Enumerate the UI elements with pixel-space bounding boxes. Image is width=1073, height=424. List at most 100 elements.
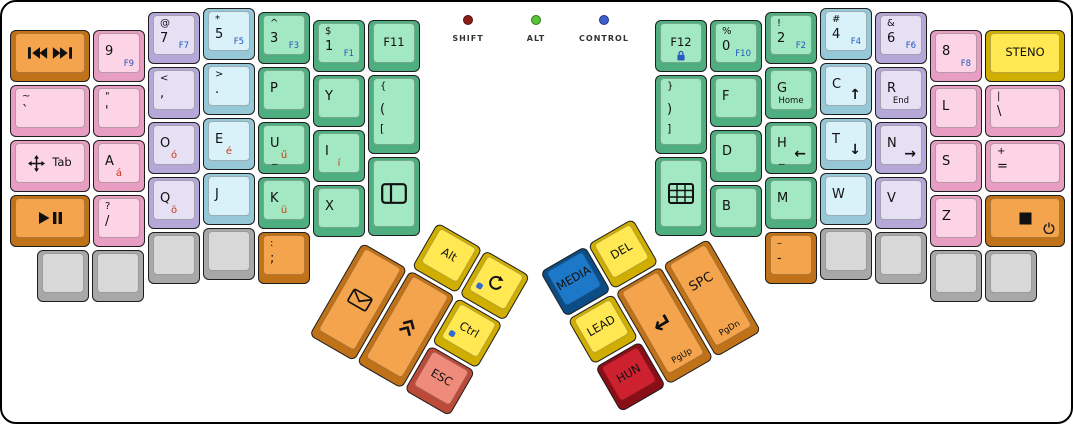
key-h-arrow-icon: ← [794, 146, 806, 162]
key-e-label: E [215, 132, 224, 147]
key-play-pause[interactable] [10, 195, 90, 247]
key-grid[interactable] [655, 157, 707, 236]
key-d[interactable]: D [710, 130, 762, 182]
key-redo[interactable] [459, 250, 531, 322]
key-6[interactable]: 6&F6 [875, 12, 927, 64]
key-x[interactable]: X [313, 185, 365, 237]
key-steno[interactable]: STENO [985, 30, 1065, 82]
key-comma[interactable]: ,< [148, 67, 200, 119]
key-semicolon-surface: ;: [263, 235, 305, 275]
key-envelope[interactable] [309, 242, 408, 362]
key-j[interactable]: J [203, 173, 255, 225]
key-quote[interactable]: '" [93, 85, 145, 137]
key-blank-4[interactable] [203, 228, 255, 280]
key-blank-7[interactable] [930, 250, 982, 302]
key-b-label: B [722, 199, 731, 214]
key-chevrons[interactable] [356, 270, 456, 389]
key-quote-surface: '" [98, 88, 140, 128]
key-blank-5[interactable] [820, 228, 872, 280]
key-y-surface: Y [318, 78, 360, 118]
key-b[interactable]: B [710, 185, 762, 237]
key-m[interactable]: M [765, 177, 817, 229]
key-f12-label: F12 [670, 35, 692, 50]
key-blank-3[interactable] [148, 232, 200, 284]
key-5-shift-label: * [215, 14, 220, 25]
key-y-label: Y [325, 89, 333, 104]
key-slash-surface: /? [98, 198, 140, 238]
key-0-label: 0 [722, 39, 731, 54]
key-r-bottom-label: End [892, 95, 910, 106]
key-space-bottom-label: PgDn [717, 318, 742, 339]
key-3[interactable]: 3^F3 [258, 12, 310, 64]
key-l[interactable]: L [930, 85, 982, 137]
key-o-accent-label: ó [170, 150, 178, 161]
key-s-surface: S [935, 143, 977, 183]
key-minus[interactable]: -– [765, 232, 817, 284]
key-blank-6[interactable] [875, 232, 927, 284]
key-w[interactable]: W [820, 173, 872, 225]
key-plus-shift-label: + [997, 146, 1006, 157]
key-media-prev-next[interactable] [10, 30, 90, 82]
key-blank-8[interactable] [985, 250, 1037, 302]
key-u[interactable]: U_ű [258, 122, 310, 174]
key-slash[interactable]: /? [93, 195, 145, 247]
key-plus[interactable]: =+ [985, 140, 1065, 192]
key-blank-2[interactable] [92, 250, 144, 302]
key-f[interactable]: F [710, 75, 762, 127]
key-blank-4-surface [208, 231, 250, 271]
key-f11[interactable]: F11 [368, 20, 420, 72]
key-1[interactable]: 1$F1 [313, 20, 365, 72]
key-f12[interactable]: F12 [655, 20, 707, 72]
key-7-shift-label: @ [160, 18, 170, 29]
key-tab[interactable]: Tab [10, 140, 90, 192]
key-y[interactable]: Y [313, 75, 365, 127]
key-open-brackets[interactable]: ({[ [368, 75, 420, 154]
key-blank-1[interactable] [37, 250, 89, 302]
key-d-surface: D [715, 133, 757, 173]
key-s[interactable]: S [930, 140, 982, 192]
shift-indicator-label: SHIFT [452, 34, 484, 43]
key-close-brackets[interactable]: )}] [655, 75, 707, 154]
key-2[interactable]: 2!F2 [765, 12, 817, 64]
key-x-label: X [325, 199, 334, 214]
key-period[interactable]: .> [203, 63, 255, 115]
key-h[interactable]: H_← [765, 122, 817, 174]
key-f11-label: F11 [383, 35, 405, 50]
key-4[interactable]: 4#F4 [820, 8, 872, 60]
key-period-label: . [215, 82, 220, 97]
key-z[interactable]: Z [930, 195, 982, 247]
key-slash-label: / [105, 214, 110, 229]
key-pipe[interactable]: \| [985, 85, 1065, 137]
key-stop-power[interactable] [985, 195, 1065, 247]
key-v[interactable]: V [875, 177, 927, 229]
key-tab-label: Tab [52, 155, 72, 170]
key-blank-3-surface [153, 235, 195, 275]
key-n[interactable]: N→ [875, 122, 927, 174]
chevrons-up-icon [395, 314, 419, 339]
key-tilde[interactable]: `~ [10, 85, 90, 137]
key-semicolon[interactable]: ;: [258, 232, 310, 284]
key-7[interactable]: 7@F7 [148, 12, 200, 64]
key-split-window[interactable] [368, 157, 420, 236]
key-c[interactable]: C↑ [820, 63, 872, 115]
key-5[interactable]: 5*F5 [203, 8, 255, 60]
key-e-accent-label: é [225, 146, 233, 157]
key-u-label: U [270, 136, 280, 151]
key-s-label: S [942, 154, 951, 169]
key-0[interactable]: 0%F10 [710, 20, 762, 72]
key-p[interactable]: P [258, 67, 310, 119]
key-t[interactable]: T↓ [820, 118, 872, 170]
key-redo-oneshot-icon [475, 281, 484, 291]
rotate-cw-icon [485, 272, 507, 294]
